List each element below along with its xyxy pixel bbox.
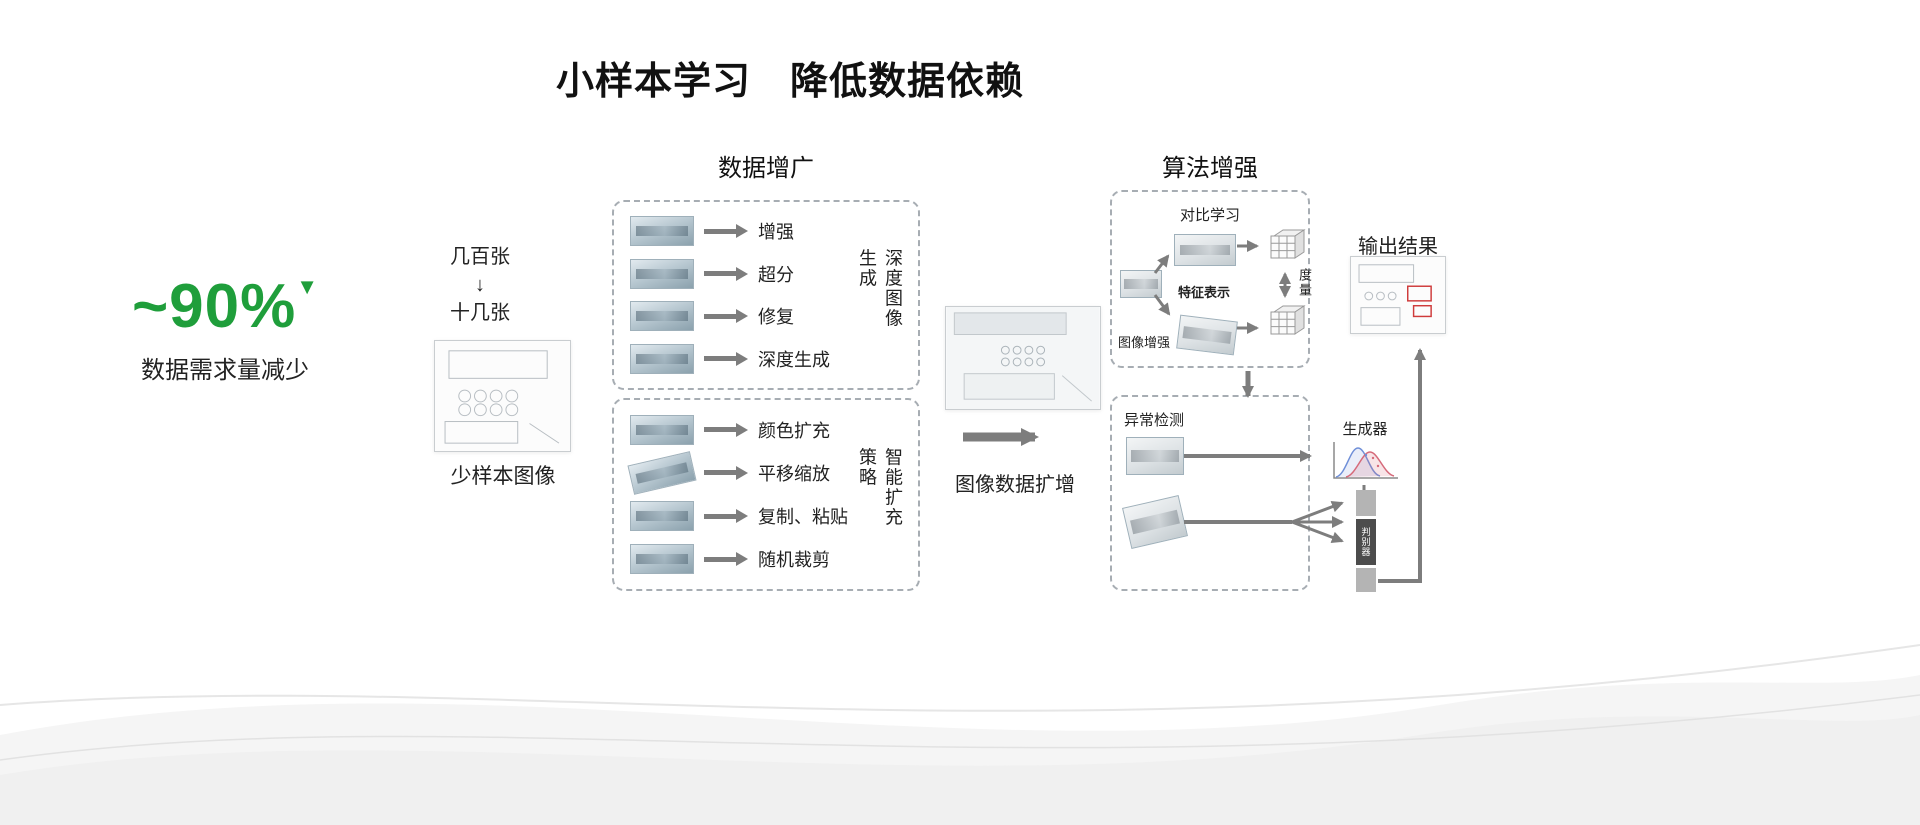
- depth-generation-box: 增强 超分 修复 深度生成 深度图像生成: [612, 200, 920, 390]
- smart-box-side-label: 智能扩充策略: [857, 447, 903, 528]
- depth-box-side-label: 深度图像生成: [857, 248, 903, 329]
- generator-label: 生成器: [1342, 421, 1388, 438]
- metric-label: 度量: [1297, 268, 1312, 298]
- depth-rows: 增强 超分 修复 深度生成: [614, 202, 860, 388]
- fewshot-sample-image: [434, 340, 571, 452]
- sample-image-thumbnail: [1120, 270, 1162, 298]
- aug-row-label: 随机裁剪: [758, 550, 830, 571]
- expanded-dataset-image: [945, 306, 1101, 410]
- arrow-right-icon: [704, 351, 748, 366]
- sample-image-thumbnail: [1176, 314, 1238, 356]
- aug-row-label: 增强: [758, 222, 794, 243]
- aug-row: 随机裁剪: [630, 544, 860, 575]
- arrow-right-icon: [704, 552, 748, 567]
- output-result-image: [1350, 256, 1446, 334]
- image-augment-label: 图像增强: [1118, 335, 1171, 350]
- count-to: 十几张: [450, 302, 510, 324]
- distribution-plot: [1326, 438, 1402, 484]
- expansion-caption: 图像数据扩增: [955, 474, 1075, 496]
- sample-image-thumbnail: [627, 451, 697, 495]
- fewshot-image-caption: 少样本图像: [450, 465, 556, 488]
- stat-value: ~90%: [131, 272, 297, 341]
- aug-row-label: 超分: [758, 264, 794, 285]
- aug-row: 深度生成: [630, 343, 860, 374]
- aug-row: 复制、粘贴: [630, 501, 860, 532]
- stack-segment: [1356, 490, 1376, 516]
- arrow-right-icon: [704, 509, 748, 524]
- sample-image-thumbnail: [630, 258, 694, 289]
- stat-block: ~90%▼ 数据需求量减少: [95, 274, 355, 385]
- contrastive-title: 对比学习: [1179, 207, 1240, 224]
- sample-count-note: 几百张 ↓ 十几张: [410, 243, 550, 327]
- sample-image-thumbnail: [630, 414, 694, 445]
- arrow-down-icon: ↓: [475, 274, 485, 296]
- sample-image-thumbnail: [1122, 495, 1188, 549]
- sample-image-thumbnail: [630, 343, 694, 374]
- stack-segment: [1356, 568, 1376, 592]
- discriminator-stack: 判别器: [1356, 490, 1376, 592]
- augmentation-header: 数据增广: [718, 155, 814, 182]
- triangle-down-icon: ▼: [296, 274, 319, 299]
- arrow-right-icon: [704, 309, 748, 324]
- sample-image-thumbnail: [630, 301, 694, 332]
- contrastive-learning-box: 对比学习 特征表示 图像增强 度量: [1110, 190, 1312, 368]
- wave-background: [0, 644, 1920, 825]
- anomaly-title: 异常检测: [1124, 412, 1185, 429]
- sketch-drawing: [1358, 264, 1432, 326]
- aug-row-label: 平移缩放: [758, 463, 830, 484]
- sketch-drawing: [946, 307, 1100, 409]
- feature-representation-label: 特征表示: [1178, 285, 1231, 300]
- aug-row-label: 修复: [758, 307, 794, 328]
- algorithm-header: 算法增强: [1162, 155, 1258, 182]
- smart-augmentation-box: 颜色扩充 平移缩放 复制、粘贴 随机裁剪 智能扩充策略: [612, 398, 920, 591]
- arrow-right-icon: [704, 266, 748, 281]
- aug-row: 平移缩放: [627, 451, 860, 495]
- arrow-right-icon: [704, 465, 748, 480]
- discriminator-label: 判别器: [1360, 527, 1371, 557]
- sample-image-thumbnail: [1126, 437, 1184, 475]
- stack-segment-dark: 判别器: [1356, 519, 1376, 565]
- feature-cube-icon: [1268, 304, 1306, 345]
- count-from: 几百张: [450, 246, 510, 268]
- sample-image-thumbnail: [630, 544, 694, 575]
- sample-image-thumbnail: [1174, 234, 1236, 266]
- aug-row: 超分: [630, 258, 860, 289]
- aug-row-label: 深度生成: [758, 349, 830, 370]
- aug-row-label: 颜色扩充: [758, 420, 830, 441]
- sample-image-thumbnail: [630, 216, 694, 247]
- aug-row: 颜色扩充: [630, 414, 860, 445]
- smart-rows: 颜色扩充 平移缩放 复制、粘贴 随机裁剪: [614, 400, 860, 589]
- anomaly-detection-box: 异常检测: [1110, 395, 1310, 591]
- stat-value-line: ~90%▼: [95, 274, 355, 338]
- aug-row: 修复: [630, 301, 860, 332]
- arrow-right-icon: [704, 422, 748, 437]
- sample-image-thumbnail: [630, 501, 694, 532]
- sketch-drawing: [444, 350, 560, 444]
- output-header: 输出结果: [1358, 236, 1438, 258]
- feature-cube-icon: [1268, 228, 1306, 269]
- arrow-right-icon: [704, 224, 748, 239]
- stat-caption: 数据需求量减少: [141, 357, 309, 384]
- aug-row-label: 复制、粘贴: [758, 507, 848, 528]
- page-title: 小样本学习 降低数据依赖: [555, 61, 1024, 103]
- aug-row: 增强: [630, 216, 860, 247]
